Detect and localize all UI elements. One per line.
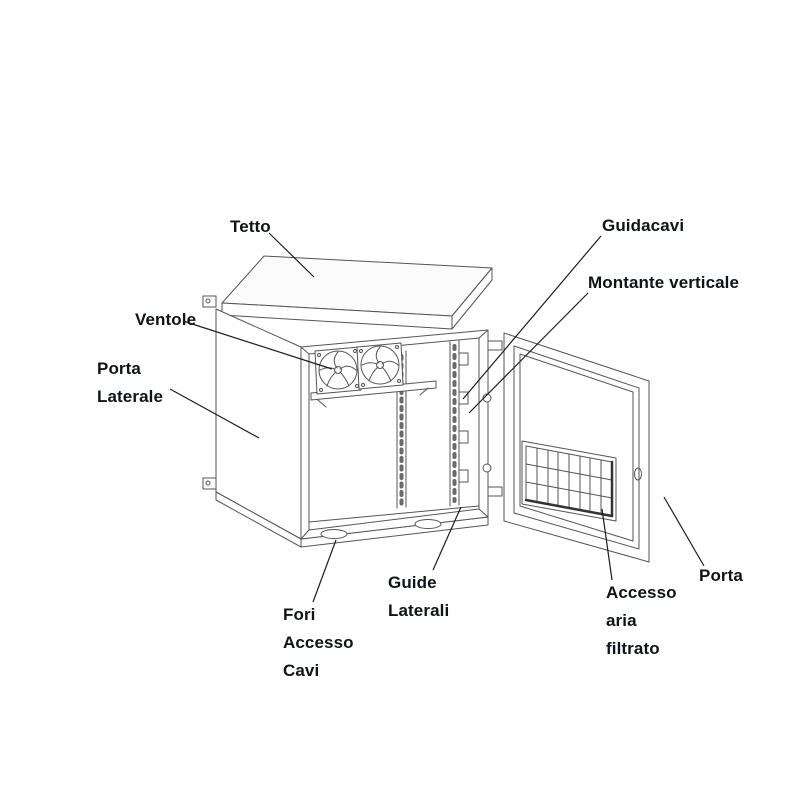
leader-line-guide-laterali — [432, 506, 462, 571]
leader-lines — [169, 232, 705, 603]
leader-line-accesso-aria — [601, 508, 613, 581]
leader-line-porta-laterale — [169, 388, 260, 439]
door-lock — [634, 467, 642, 481]
leader-line-ventole — [182, 320, 333, 370]
leader-line-guidacavi — [462, 235, 602, 400]
leader-line-montante-verticale — [468, 292, 589, 414]
door-pivot-bottom — [482, 463, 492, 473]
fan-right — [356, 342, 404, 390]
label-accesso-aria-filtrato: Accesso aria filtrato — [606, 583, 677, 658]
label-ventole: Ventole — [135, 310, 197, 329]
fan-left — [314, 346, 362, 395]
air-grille — [521, 440, 617, 522]
leader-line-porta — [663, 496, 705, 567]
label-guide-laterali: Guide Laterali — [388, 573, 450, 620]
leader-line-tetto — [268, 232, 315, 278]
label-porta: Porta — [699, 566, 743, 585]
label-guidacavi: Guidacavi — [602, 216, 685, 235]
door-shape — [487, 332, 650, 563]
label-porta-laterale: Porta Laterale — [97, 359, 164, 406]
roof-shape — [221, 255, 493, 330]
door-hinge-bottom — [487, 486, 503, 497]
label-fori-accesso-cavi: Fori Accesso Cavi — [283, 605, 354, 680]
label-tetto: Tetto — [230, 217, 271, 236]
leader-line-fori-accesso-cavi — [312, 539, 337, 603]
label-montante-verticale: Montante verticale — [588, 273, 740, 292]
cable-access-holes — [320, 519, 442, 539]
door-hinge-top — [487, 340, 503, 351]
